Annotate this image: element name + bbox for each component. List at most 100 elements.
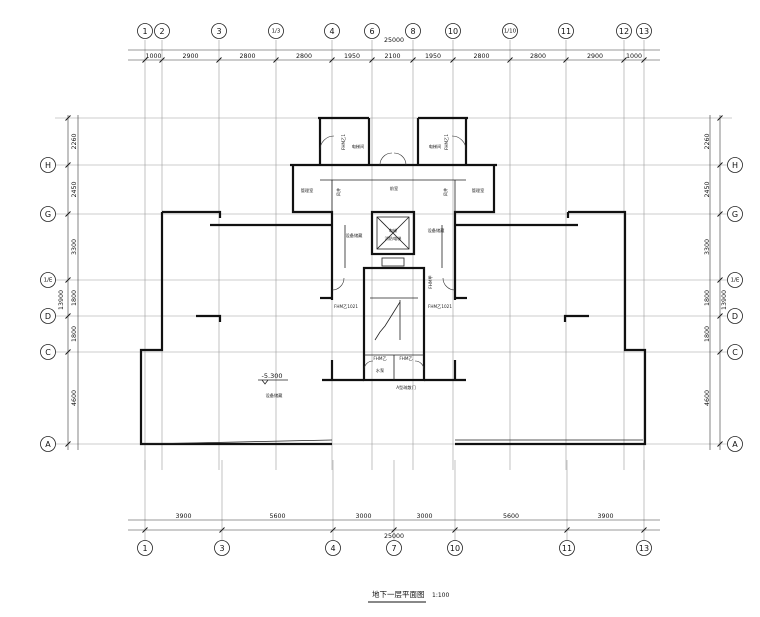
axis-bubble-right-G: G [727, 206, 743, 222]
label-stair-b: FHM乙 [373, 355, 386, 361]
label-equipment-left: 电梯间 [352, 143, 365, 150]
svg-text:G: G [45, 210, 51, 219]
label-exit: A型疏散门 [396, 384, 416, 391]
axis-bubble-right-C: C [727, 344, 743, 360]
top-dim-label: 1000 [626, 53, 642, 60]
left-dimension-chain: 13900 [58, 115, 79, 450]
axis-bubble-left-H: H [40, 157, 56, 173]
label-garage: 设备储藏 [266, 392, 284, 399]
axis-bubble-top-13: 13 [636, 23, 652, 39]
axis-bubble-top-1/10: 1/10 [502, 23, 518, 39]
svg-text:H: H [45, 161, 51, 170]
axis-bubble-top-11: 11 [558, 23, 574, 39]
svg-text:H: H [732, 161, 738, 170]
top-dim-label: 1950 [344, 53, 360, 60]
drawing-title: 地下一层平面图 [372, 589, 425, 599]
svg-text:10: 10 [450, 544, 460, 553]
label-door-r1: FHM乙1 [443, 134, 449, 150]
label-corridor: 前室 [390, 185, 398, 192]
axis-bubble-top-8: 8 [405, 23, 421, 39]
axis-bubble-top-6: 6 [364, 23, 380, 39]
drawing-scale: 1:100 [432, 592, 449, 599]
svg-text:1: 1 [142, 544, 147, 553]
label-stair-c: FHM乙 [399, 355, 412, 361]
axis-bubble-bottom-11: 11 [559, 540, 575, 556]
bottom-dim-label: 3900 [175, 513, 191, 520]
right-dim-label: 2260 [704, 133, 711, 149]
bottom-dim-label: 3000 [355, 513, 371, 520]
level-mark: -5.300 设备储藏 [258, 372, 288, 399]
svg-text:1/E: 1/E [731, 278, 740, 284]
svg-text:2: 2 [159, 27, 164, 36]
axis-bubble-top-12: 12 [616, 23, 632, 39]
top-dim-label: 1950 [425, 53, 441, 60]
axis-bubble-right-H: H [727, 157, 743, 173]
label-stair-a: FHM甲 [428, 275, 434, 288]
svg-text:4: 4 [330, 544, 335, 553]
svg-text:13: 13 [639, 544, 649, 553]
svg-text:11: 11 [561, 27, 571, 36]
right-dim-label: 3300 [704, 239, 711, 255]
top-dim-label: 2800 [296, 53, 312, 60]
left-dim-label: 2450 [71, 181, 78, 197]
right-dim-label: 1800 [704, 326, 711, 342]
label-shaft-left: 风井 [335, 188, 342, 196]
axis-bubble-left-G: G [40, 206, 56, 222]
row-axis-bubbles: H H G G 1/E 1/E D D C C A A [40, 157, 743, 452]
axis-bubble-left-1/E: 1/E [40, 272, 56, 288]
svg-text:D: D [45, 312, 51, 321]
svg-text:D: D [732, 312, 738, 321]
total-depth-right: 13900 [721, 290, 728, 310]
bottom-dimension-chain: 25000 [128, 519, 660, 540]
svg-text:C: C [45, 348, 51, 357]
label-door-r2: FHM乙1021 [428, 303, 452, 309]
axis-bubble-top-3: 3 [211, 23, 227, 39]
label-lift: 电梯 [389, 227, 397, 234]
top-dim-label: 2800 [530, 53, 546, 60]
grid-lines [55, 40, 732, 540]
axis-bubble-top-10: 10 [445, 23, 461, 39]
svg-text:10: 10 [448, 27, 458, 36]
right-dimension-chain: 13900 [709, 115, 728, 450]
building-walls [139, 116, 647, 446]
axis-bubble-left-A: A [40, 436, 56, 452]
left-dim-label: 2260 [71, 133, 78, 149]
right-dim-label: 2450 [704, 181, 711, 197]
right-dim-label: 4600 [704, 390, 711, 406]
door-swings [319, 135, 467, 371]
svg-text:G: G [732, 210, 738, 219]
bottom-dim-label: 5600 [269, 513, 285, 520]
top-dimension-chain: 25000 [128, 37, 660, 61]
axis-bubble-top-2: 2 [154, 23, 170, 39]
axis-bubble-right-D: D [727, 308, 743, 324]
label-door-l2: FHM乙1021 [334, 303, 358, 309]
label-equipment-right: 电梯间 [429, 143, 442, 150]
top-dim-label: 2800 [473, 53, 489, 60]
left-dim-label: 4600 [71, 390, 78, 406]
top-dim-label: 2100 [384, 53, 400, 60]
svg-text:11: 11 [562, 544, 572, 553]
svg-text:12: 12 [619, 27, 629, 36]
axis-bubble-bottom-7: 7 [386, 540, 402, 556]
top-dim-label: 1000 [145, 53, 161, 60]
left-dim-label: 1800 [71, 326, 78, 342]
axis-bubble-top-4: 4 [324, 23, 340, 39]
label-room-left: 管理室 [301, 187, 314, 194]
label-pump: 水泵 [376, 367, 384, 373]
axis-bubble-left-D: D [40, 308, 56, 324]
axis-bubble-right-A: A [727, 436, 743, 452]
svg-text:8: 8 [410, 27, 415, 36]
top-dim-label: 2800 [239, 53, 255, 60]
axis-bubble-top-1/3: 1/3 [268, 23, 284, 39]
label-door-l1: FHM乙1 [340, 134, 346, 150]
total-width-top: 25000 [384, 37, 404, 44]
axis-bubble-bottom-10: 10 [447, 540, 463, 556]
label-room-right: 管理室 [472, 187, 485, 194]
lift-core [376, 216, 410, 267]
label-shaft-right: 风井 [442, 188, 449, 196]
